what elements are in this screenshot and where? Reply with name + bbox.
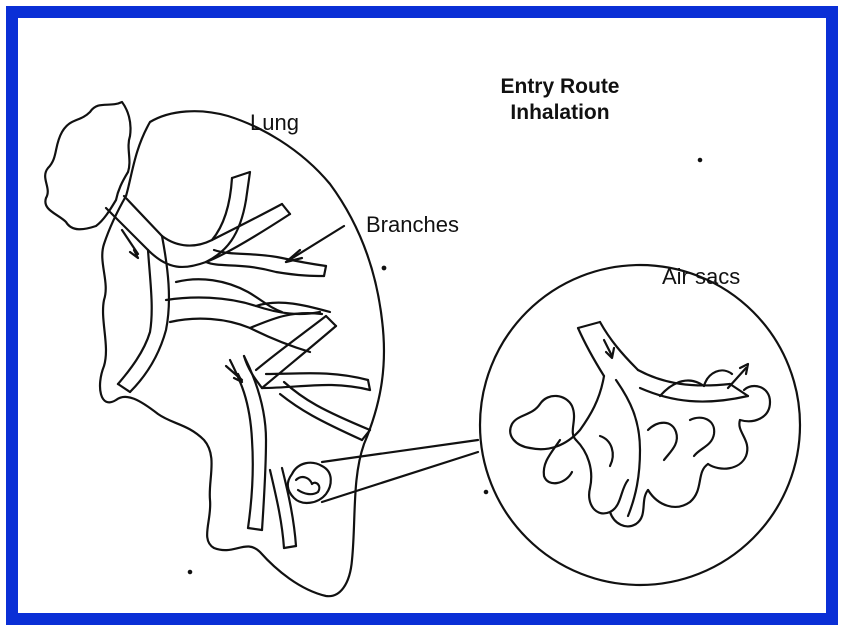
alveoli-outline — [510, 396, 576, 448]
branches-label: Branches — [366, 214, 459, 236]
title-line-1: Entry Route — [470, 74, 650, 100]
magnified-air-sacs-circle — [480, 265, 800, 585]
lung-outline — [100, 111, 384, 596]
page-title: Entry Route Inhalation — [470, 74, 650, 125]
small-air-sac-cluster — [288, 463, 331, 503]
branches-pointer — [286, 226, 344, 262]
bronchi-tree — [148, 200, 246, 267]
air-sacs-label: Air sacs — [662, 266, 740, 288]
title-line-2: Inhalation — [470, 100, 650, 126]
lung-label: Lung — [250, 112, 299, 134]
